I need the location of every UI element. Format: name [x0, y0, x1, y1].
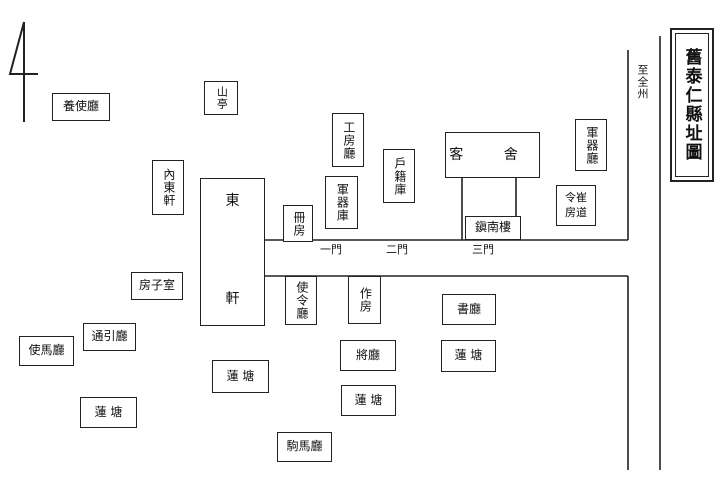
- dong-heon-bottom: 軒: [225, 290, 240, 307]
- building-gaeksa: 客 舍: [445, 132, 540, 178]
- building-bangja: 房子室: [131, 272, 183, 300]
- pond-bottom: 蓮 塘: [341, 385, 396, 416]
- map-title: 舊泰仁縣址圖: [675, 33, 709, 177]
- map-title-frame: 舊泰仁縣址圖: [670, 28, 714, 182]
- pond-right: 蓮 塘: [441, 340, 496, 372]
- building-chaek: 冊房: [283, 205, 313, 242]
- gate-first: 一門: [318, 243, 344, 256]
- corner-mark: [8, 21, 38, 122]
- building-sanjeong: 山亭: [204, 81, 238, 115]
- building-saryeong: 使令廳: [285, 276, 317, 325]
- building-gongbang: 工房廳: [332, 113, 364, 167]
- building-hojeok: 戶籍庫: [383, 149, 415, 203]
- building-seo: 書廳: [442, 294, 496, 325]
- building-nae-dong: 內東軒: [152, 160, 184, 215]
- pond-left: 蓮 塘: [80, 397, 137, 428]
- building-gungi-gu: 軍器庫: [325, 176, 358, 229]
- building-guma: 駒馬廳: [277, 432, 332, 462]
- building-jak: 作房: [348, 276, 381, 324]
- building-tongin: 通引廳: [83, 323, 136, 351]
- pond-center: 蓮 塘: [212, 360, 269, 393]
- dong-heon-top: 東: [225, 193, 240, 209]
- road-label: 至全州: [636, 64, 649, 100]
- building-hyangchong: 令崔房道: [556, 185, 596, 226]
- building-sama: 使馬廳: [19, 336, 74, 366]
- gate-third: 三門: [470, 243, 496, 256]
- building-yangsa: 養使廳: [52, 93, 110, 121]
- building-dong-heon: 東 軒: [200, 178, 265, 326]
- gate-second: 二門: [384, 243, 410, 256]
- building-jinnam: 鎭南樓: [465, 216, 521, 240]
- building-gungi-right: 軍器廳: [575, 119, 607, 171]
- building-jang: 將廳: [340, 340, 396, 371]
